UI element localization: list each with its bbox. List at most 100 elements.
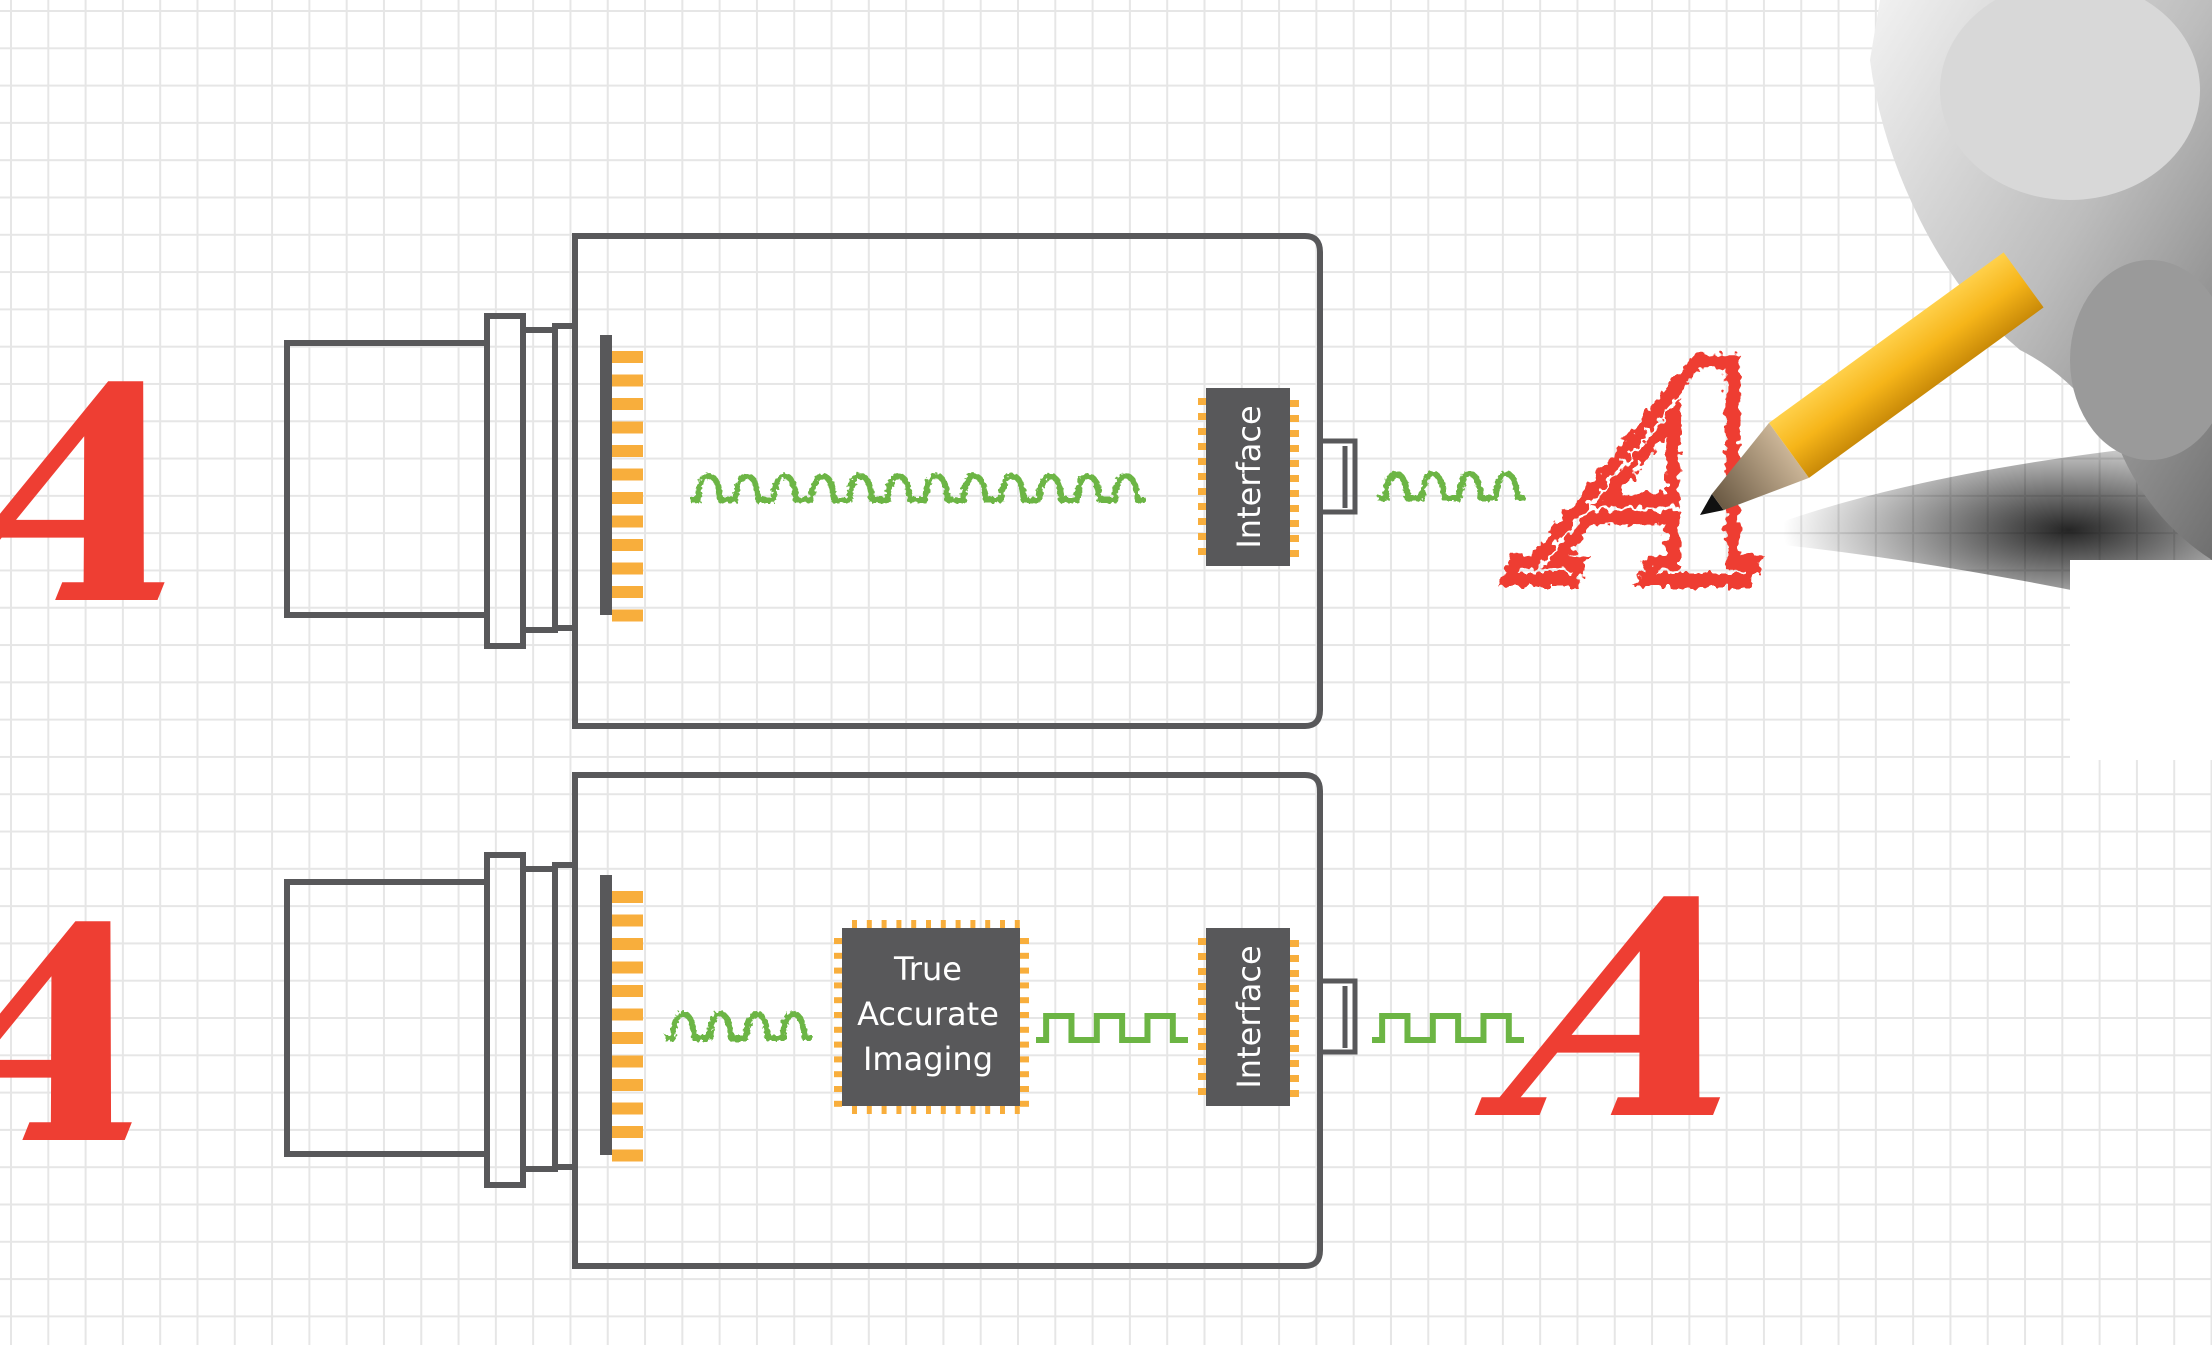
chip-pin — [896, 920, 902, 928]
chip-pin — [896, 1106, 902, 1114]
chip-pin — [866, 1106, 872, 1114]
sensor-pin — [612, 492, 643, 504]
chip-pin — [1198, 1073, 1206, 1080]
chip-pin — [1290, 415, 1299, 422]
chip-pin — [1198, 398, 1206, 405]
chip-pin — [881, 1106, 887, 1114]
chip-pin — [1290, 1075, 1299, 1082]
lens-barrel — [284, 340, 490, 618]
chip-pin — [1000, 920, 1005, 928]
processor-label-line-2: Accurate — [857, 995, 999, 1033]
interface-chip: Interface — [1198, 388, 1299, 566]
chip-pin — [1290, 985, 1299, 992]
pencil-tip — [1700, 493, 1724, 515]
chip-pin — [1198, 1013, 1206, 1020]
camera-body — [284, 233, 1358, 729]
chip-pin — [911, 1106, 917, 1114]
chip-pin — [834, 1041, 842, 1048]
chip-pin — [1290, 1060, 1299, 1067]
chip-pin — [1290, 1000, 1299, 1007]
chip-pin — [1014, 1106, 1020, 1114]
sensor-pin — [612, 914, 643, 927]
chip-pin — [834, 952, 842, 959]
output-letter: A — [1459, 833, 1790, 1186]
chip-pin — [1020, 1100, 1029, 1107]
noisy-signal-wave — [690, 473, 1145, 503]
interface-chip: Interface — [1198, 928, 1299, 1106]
interface-label: Interface — [1230, 405, 1268, 548]
sensor-pin — [612, 586, 643, 598]
sensor-pin — [612, 985, 643, 997]
chip-pin — [834, 967, 842, 974]
chip-pin — [1198, 953, 1206, 960]
chip-pin — [1198, 443, 1206, 450]
hand-holding-pencil-icon — [1700, 0, 2212, 760]
chip-pin — [1198, 1088, 1206, 1095]
chip-pin — [1290, 955, 1299, 962]
chip-pin — [970, 920, 976, 928]
chip-pin — [1290, 940, 1299, 947]
chip-pin — [1290, 475, 1299, 482]
chip-pin — [1290, 550, 1299, 557]
chip-pin — [881, 920, 887, 928]
lens-flange-outer — [484, 313, 526, 649]
chip-pin — [1198, 458, 1206, 465]
sensor-pin — [612, 961, 643, 974]
lens-flange-outer — [484, 852, 526, 1188]
pencil-body — [1769, 252, 2044, 478]
chip-pin — [852, 920, 857, 928]
chip-pin — [955, 920, 961, 928]
pipeline-standard: A Interface A — [0, 233, 1831, 729]
camera-body — [284, 772, 1358, 1269]
image-sensor — [600, 335, 643, 622]
lens-mount-ring — [520, 327, 558, 633]
chip-pin — [985, 1106, 991, 1114]
chip-pin — [1198, 503, 1206, 510]
chip-pin — [1290, 535, 1299, 542]
sensor-pin — [612, 374, 643, 387]
thumb — [1940, 0, 2200, 200]
body-outline — [572, 233, 1323, 729]
chip-pin — [970, 1106, 976, 1114]
chip-pin — [1020, 952, 1029, 959]
chip-pin — [1020, 1012, 1029, 1018]
chip-pin — [940, 1106, 946, 1114]
chip-pin — [1198, 518, 1206, 525]
sensor-pin — [612, 515, 643, 528]
chip-pin — [1000, 1106, 1005, 1114]
sensor-pin — [612, 468, 643, 481]
chip-pin — [1198, 428, 1206, 435]
sensor-pin — [612, 1008, 643, 1021]
sensor-pin — [612, 1149, 643, 1162]
chip-pin — [926, 920, 931, 928]
chip-pin — [1198, 533, 1206, 540]
output-connector — [1320, 978, 1358, 1055]
chip-pin — [1290, 970, 1299, 977]
chip-pin — [834, 997, 842, 1004]
chip-pin — [1198, 968, 1206, 975]
chip-pin — [940, 920, 946, 928]
interface-label: Interface — [1230, 945, 1268, 1088]
image-sensor — [600, 875, 643, 1162]
chip-pin — [1198, 938, 1206, 945]
chip-pin — [1198, 413, 1206, 420]
sensor-pin — [612, 398, 643, 410]
chip-pin — [1198, 1043, 1206, 1050]
clean-output-wave — [1372, 1013, 1524, 1043]
chip-pin — [834, 1056, 842, 1063]
pencil-wood — [1711, 422, 1809, 511]
chip-pin — [1290, 1045, 1299, 1052]
chip-pin — [955, 1106, 961, 1114]
pipeline-tai: A True Accurate Imaging Interface — [0, 772, 1791, 1269]
chip-pin — [1290, 1090, 1299, 1097]
input-letter: A — [0, 858, 202, 1211]
chip-pin — [852, 1106, 857, 1114]
input-letter: A — [0, 318, 235, 671]
chip-pin — [834, 1071, 842, 1078]
noisy-signal-wave — [665, 1011, 812, 1041]
chip-pin — [1290, 520, 1299, 527]
chip-pin — [1020, 938, 1029, 944]
sensor-pin — [612, 562, 643, 575]
chip-pin — [1198, 1058, 1206, 1065]
